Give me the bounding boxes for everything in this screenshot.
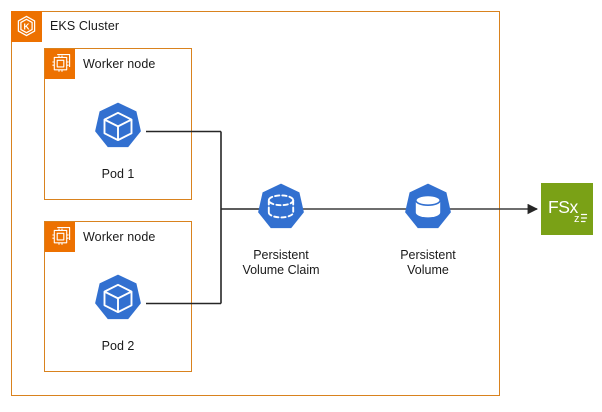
svg-text:z: z	[574, 213, 580, 225]
pod-1-node: Pod 1	[58, 99, 178, 182]
worker-node-2-label: Worker node	[83, 229, 156, 244]
persistent-volume-label: Persistent Volume	[400, 248, 456, 277]
persistent-volume-claim-icon	[252, 180, 310, 243]
ec2-instances-icon	[45, 49, 75, 79]
persistent-volume-claim-node: Persistent Volume Claim	[221, 180, 341, 277]
kubernetes-pod-icon	[89, 99, 147, 162]
pod-2-node: Pod 2	[58, 271, 178, 354]
persistent-volume-node: Persistent Volume	[368, 180, 488, 277]
persistent-volume-icon	[399, 180, 457, 243]
persistent-volume-claim-label: Persistent Volume Claim	[242, 248, 320, 277]
worker-node-1-label: Worker node	[83, 56, 156, 71]
amazon-fsx-node: FSx z	[541, 183, 593, 235]
eks-cluster-label: EKS Cluster	[50, 19, 120, 34]
amazon-fsx-icon: FSx z	[541, 183, 593, 235]
eks-kubernetes-icon: K	[11, 11, 42, 42]
eks-cluster-boundary	[11, 11, 500, 396]
svg-text:K: K	[23, 22, 29, 32]
worker-node-1-header: Worker node	[45, 49, 155, 79]
pod-1-label: Pod 1	[101, 167, 135, 181]
svg-text:FSx: FSx	[548, 197, 579, 217]
worker-node-1-boundary	[44, 48, 192, 200]
worker-node-2-header: Worker node	[45, 222, 155, 252]
pod-2-label: Pod 2	[101, 339, 135, 353]
worker-node-2-boundary	[44, 221, 192, 372]
eks-cluster-header: K EKS Cluster	[11, 11, 119, 42]
ec2-instances-icon	[45, 222, 75, 252]
kubernetes-pod-icon	[89, 271, 147, 334]
